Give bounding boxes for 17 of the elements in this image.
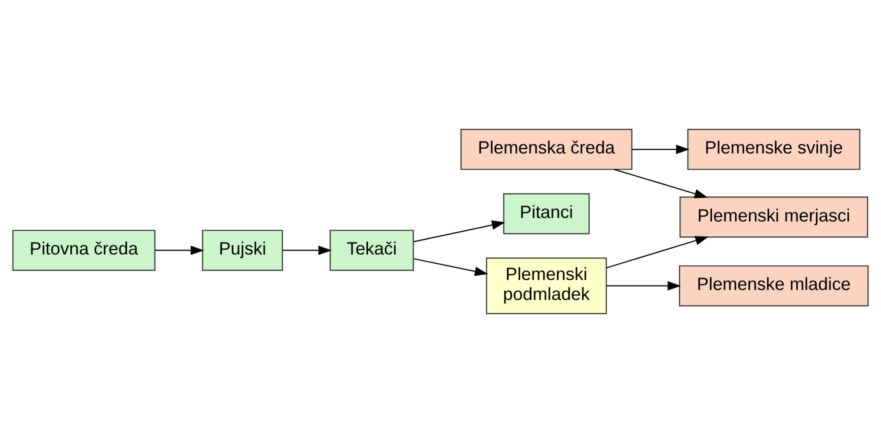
arrow <box>632 144 690 154</box>
arrow <box>614 168 708 198</box>
arrow <box>414 258 488 276</box>
node-box: Plemenski podmladek <box>486 257 607 314</box>
node-box: Pitovna čreda <box>12 229 156 270</box>
arrow <box>606 236 709 268</box>
node-box: Pitanci <box>503 192 590 234</box>
arrow <box>606 280 681 290</box>
node-box: Tekači <box>330 229 414 270</box>
arrow <box>282 245 332 254</box>
node-box: Plemenski merjasci <box>680 196 868 238</box>
node-box: Plemenske mladice <box>678 264 869 306</box>
node-box: Plemenska čreda <box>460 128 632 170</box>
arrow <box>414 220 506 242</box>
node-box: Plemenske svinje <box>687 128 860 170</box>
node-box: Pujski <box>202 229 283 270</box>
arrow <box>154 245 204 254</box>
